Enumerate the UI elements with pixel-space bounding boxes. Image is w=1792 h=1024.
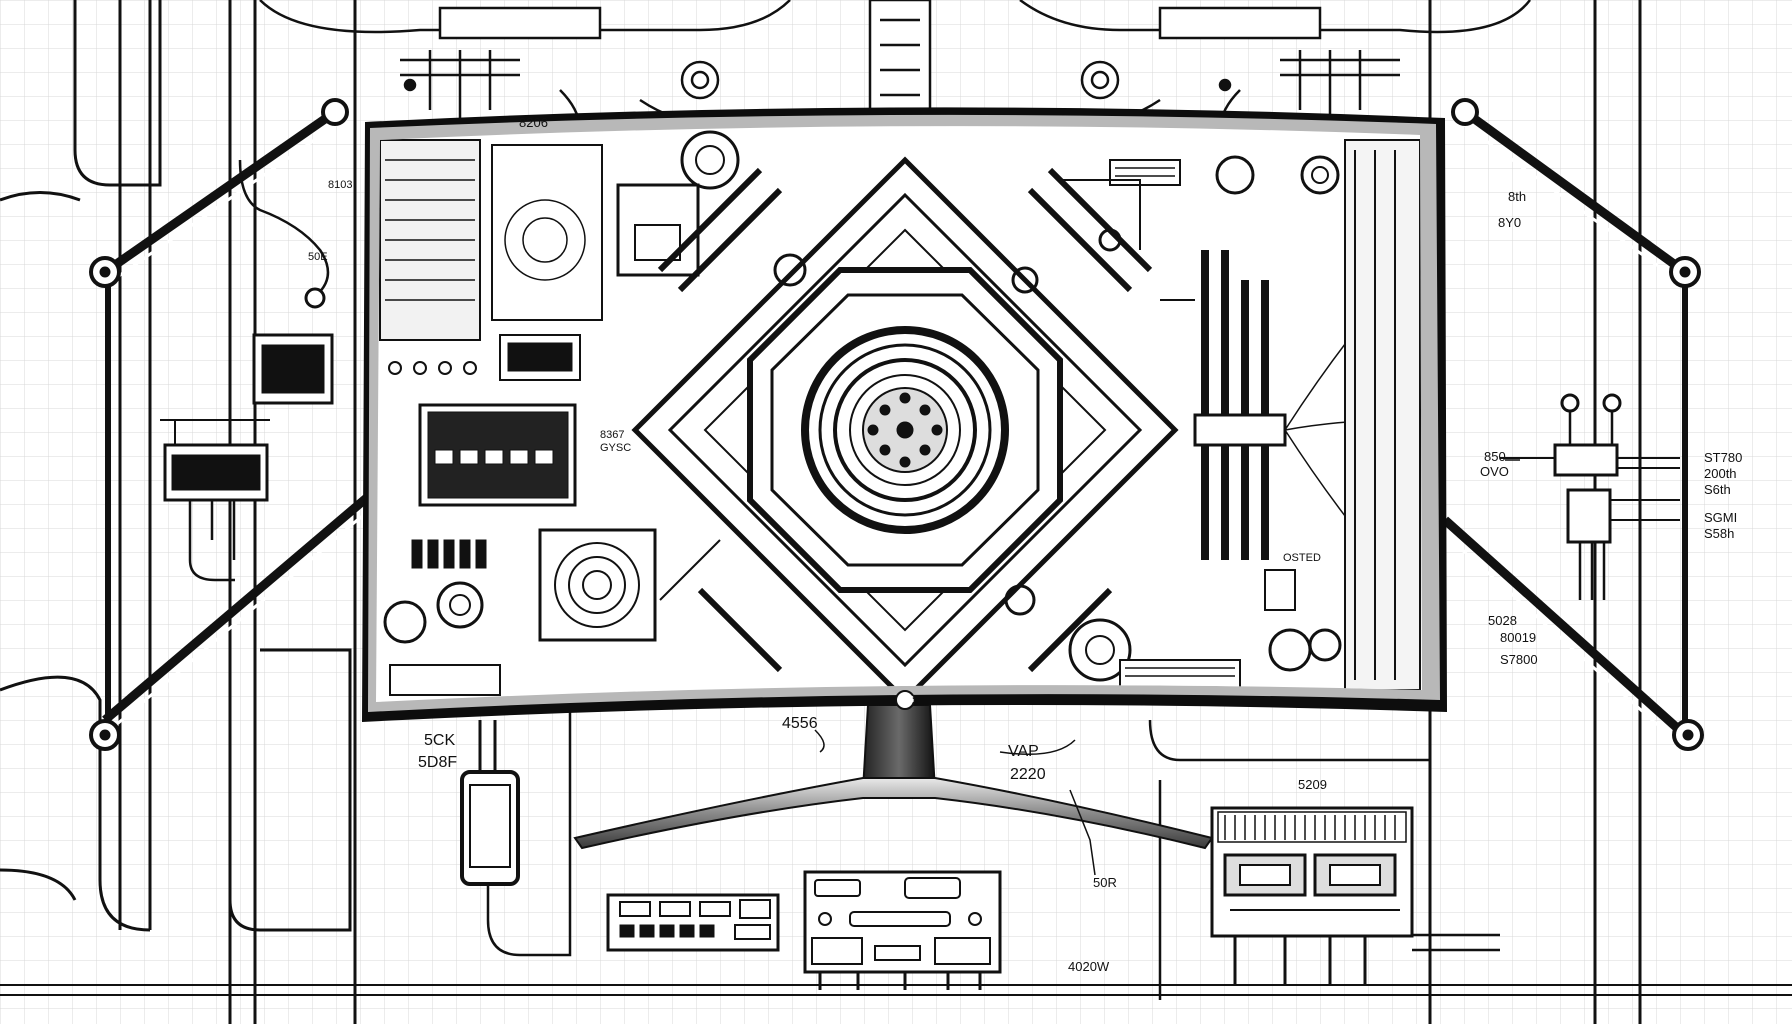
label-4556: 4556	[782, 715, 818, 732]
right-truss-arms	[1438, 98, 1704, 751]
label-50e: 50E	[308, 251, 328, 263]
label-s58h: S58h	[1704, 526, 1735, 541]
label-ovo: OVO	[1480, 464, 1509, 479]
left-truss-arms	[89, 98, 376, 751]
left-modules	[160, 159, 572, 957]
screen-circuitry	[379, 130, 1421, 703]
label-8y0: 8Y0	[1498, 215, 1522, 230]
bottom-connector-panels	[606, 870, 1002, 990]
label-5d8f: 5D8F	[418, 754, 458, 771]
label-200th: 200th	[1704, 466, 1737, 481]
label-gysc: GYSC	[600, 442, 632, 454]
label-50r: 50R	[1093, 875, 1117, 890]
label-vap: VAP	[1008, 743, 1039, 760]
label-2220: 2220	[1010, 766, 1046, 783]
label-s6th: S6th	[1704, 482, 1731, 497]
label-8103: 8103	[328, 179, 353, 191]
label-80019: 80019	[1500, 630, 1537, 645]
monitor-brand-logo: LG	[899, 694, 915, 706]
label-5209: 5209	[1298, 777, 1327, 792]
right-modules	[1148, 393, 1680, 1000]
label-st780: ST780	[1704, 450, 1743, 465]
leader-lines	[814, 459, 1520, 876]
label-850: 850	[1484, 449, 1506, 464]
label-5ck: 5CK	[424, 732, 456, 749]
label-8206: 8206	[519, 115, 548, 130]
label-sgmi: SGMI	[1704, 510, 1738, 525]
monitor-stand	[573, 704, 1214, 850]
label-8th: 8th	[1508, 189, 1527, 204]
label-s7800: S7800	[1500, 652, 1538, 667]
curved-monitor	[362, 107, 1447, 723]
label-4020w: 4020W	[1068, 959, 1110, 974]
label-8367: 8367	[600, 429, 625, 441]
label-osted: OSTED	[1283, 552, 1321, 564]
label-5028: 5028	[1488, 613, 1517, 628]
